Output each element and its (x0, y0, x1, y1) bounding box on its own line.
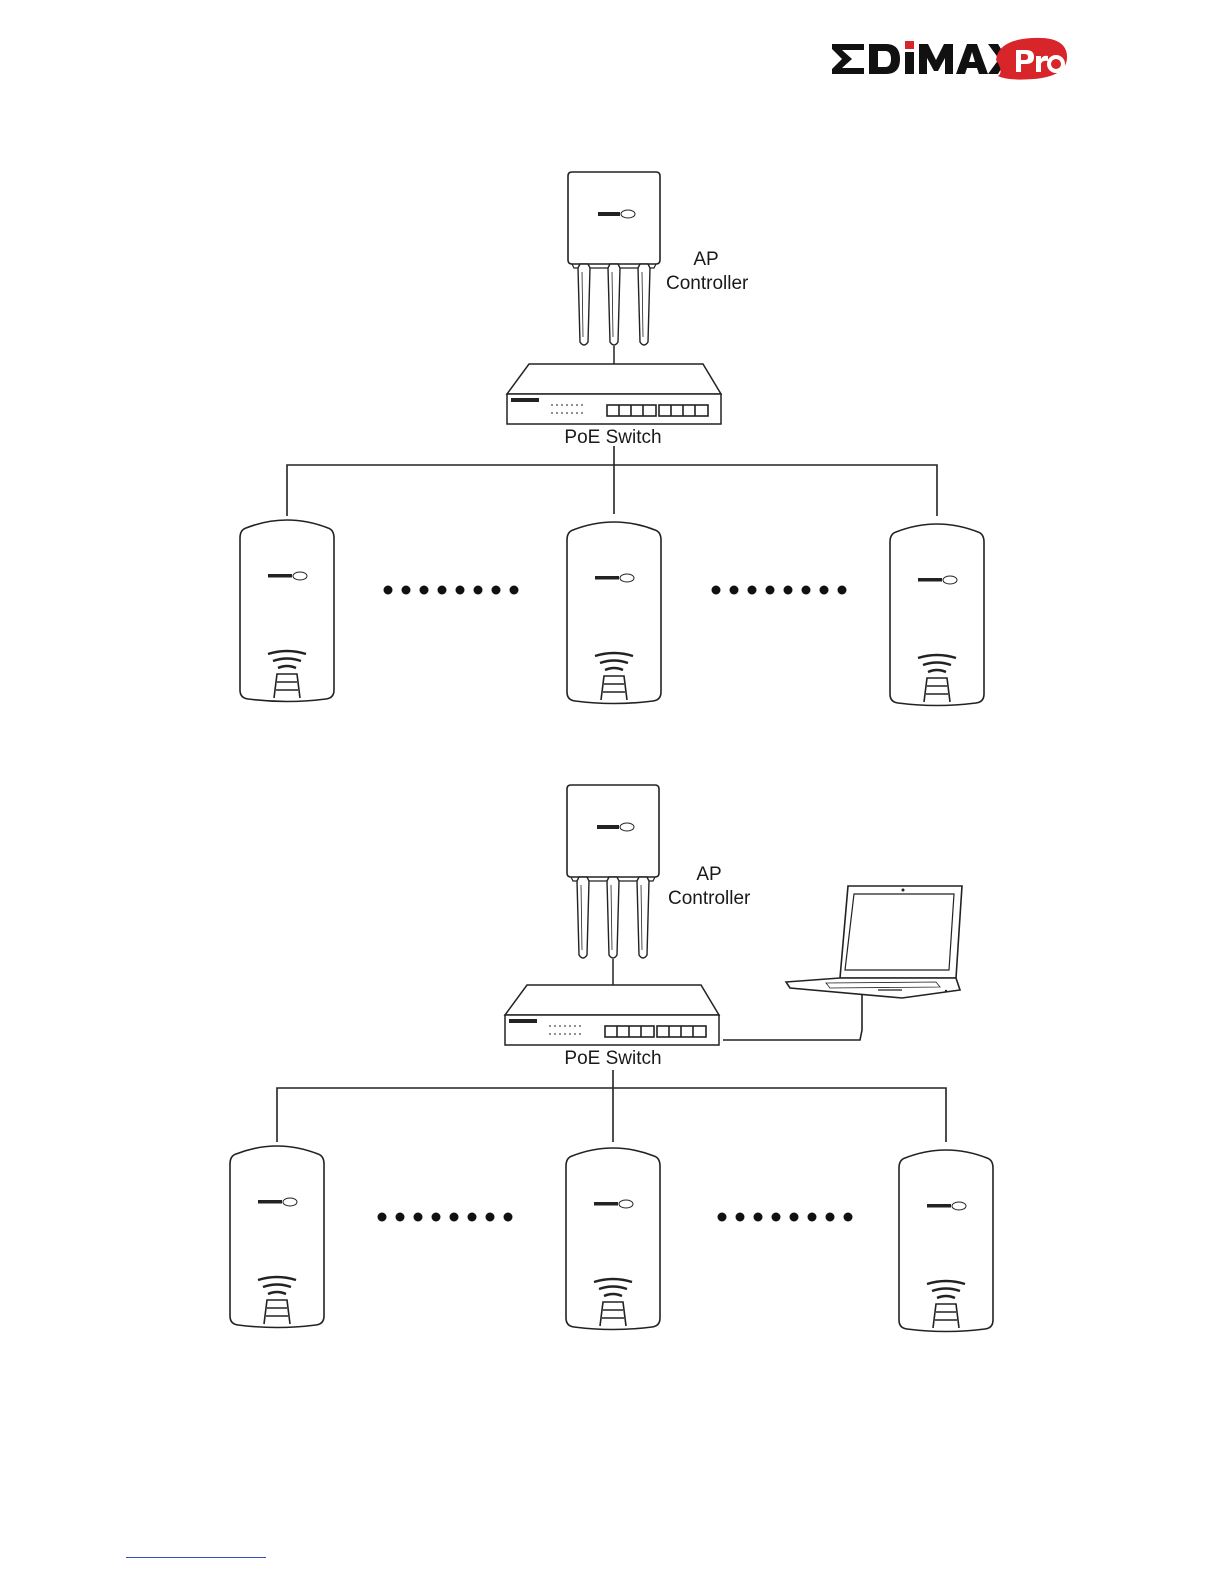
access-point-icon (567, 522, 661, 704)
switch-label: PoE Switch (556, 1047, 670, 1071)
access-point-icon (230, 1146, 324, 1328)
controller-label-line1: AP (666, 248, 746, 272)
access-point-icon (899, 1150, 993, 1332)
ap-controller-icon (567, 785, 659, 958)
access-point-icon (240, 520, 334, 702)
controller-label: AP Controller (666, 248, 746, 296)
laptop-icon (786, 886, 962, 998)
switch-label: PoE Switch (556, 426, 670, 450)
ellipsis-dots-icon (712, 586, 847, 595)
ellipsis-dots-icon (378, 1213, 513, 1222)
controller-label-line1: AP (668, 863, 750, 887)
ap-controller-icon (568, 172, 660, 345)
ellipsis-dots-icon (718, 1213, 853, 1222)
controller-label-line2: Controller (668, 887, 750, 911)
ellipsis-dots-icon (384, 586, 519, 595)
controller-label-line2: Controller (666, 272, 746, 296)
poe-switch-icon (505, 985, 719, 1045)
distribution-line (277, 1088, 946, 1142)
controller-label: AP Controller (668, 863, 750, 911)
laptop-cable-line (723, 994, 862, 1040)
access-point-icon (566, 1148, 660, 1330)
access-point-icon (890, 524, 984, 706)
distribution-line (287, 465, 937, 516)
poe-switch-icon (507, 364, 721, 424)
footer-link-underline[interactable] (126, 1557, 266, 1558)
